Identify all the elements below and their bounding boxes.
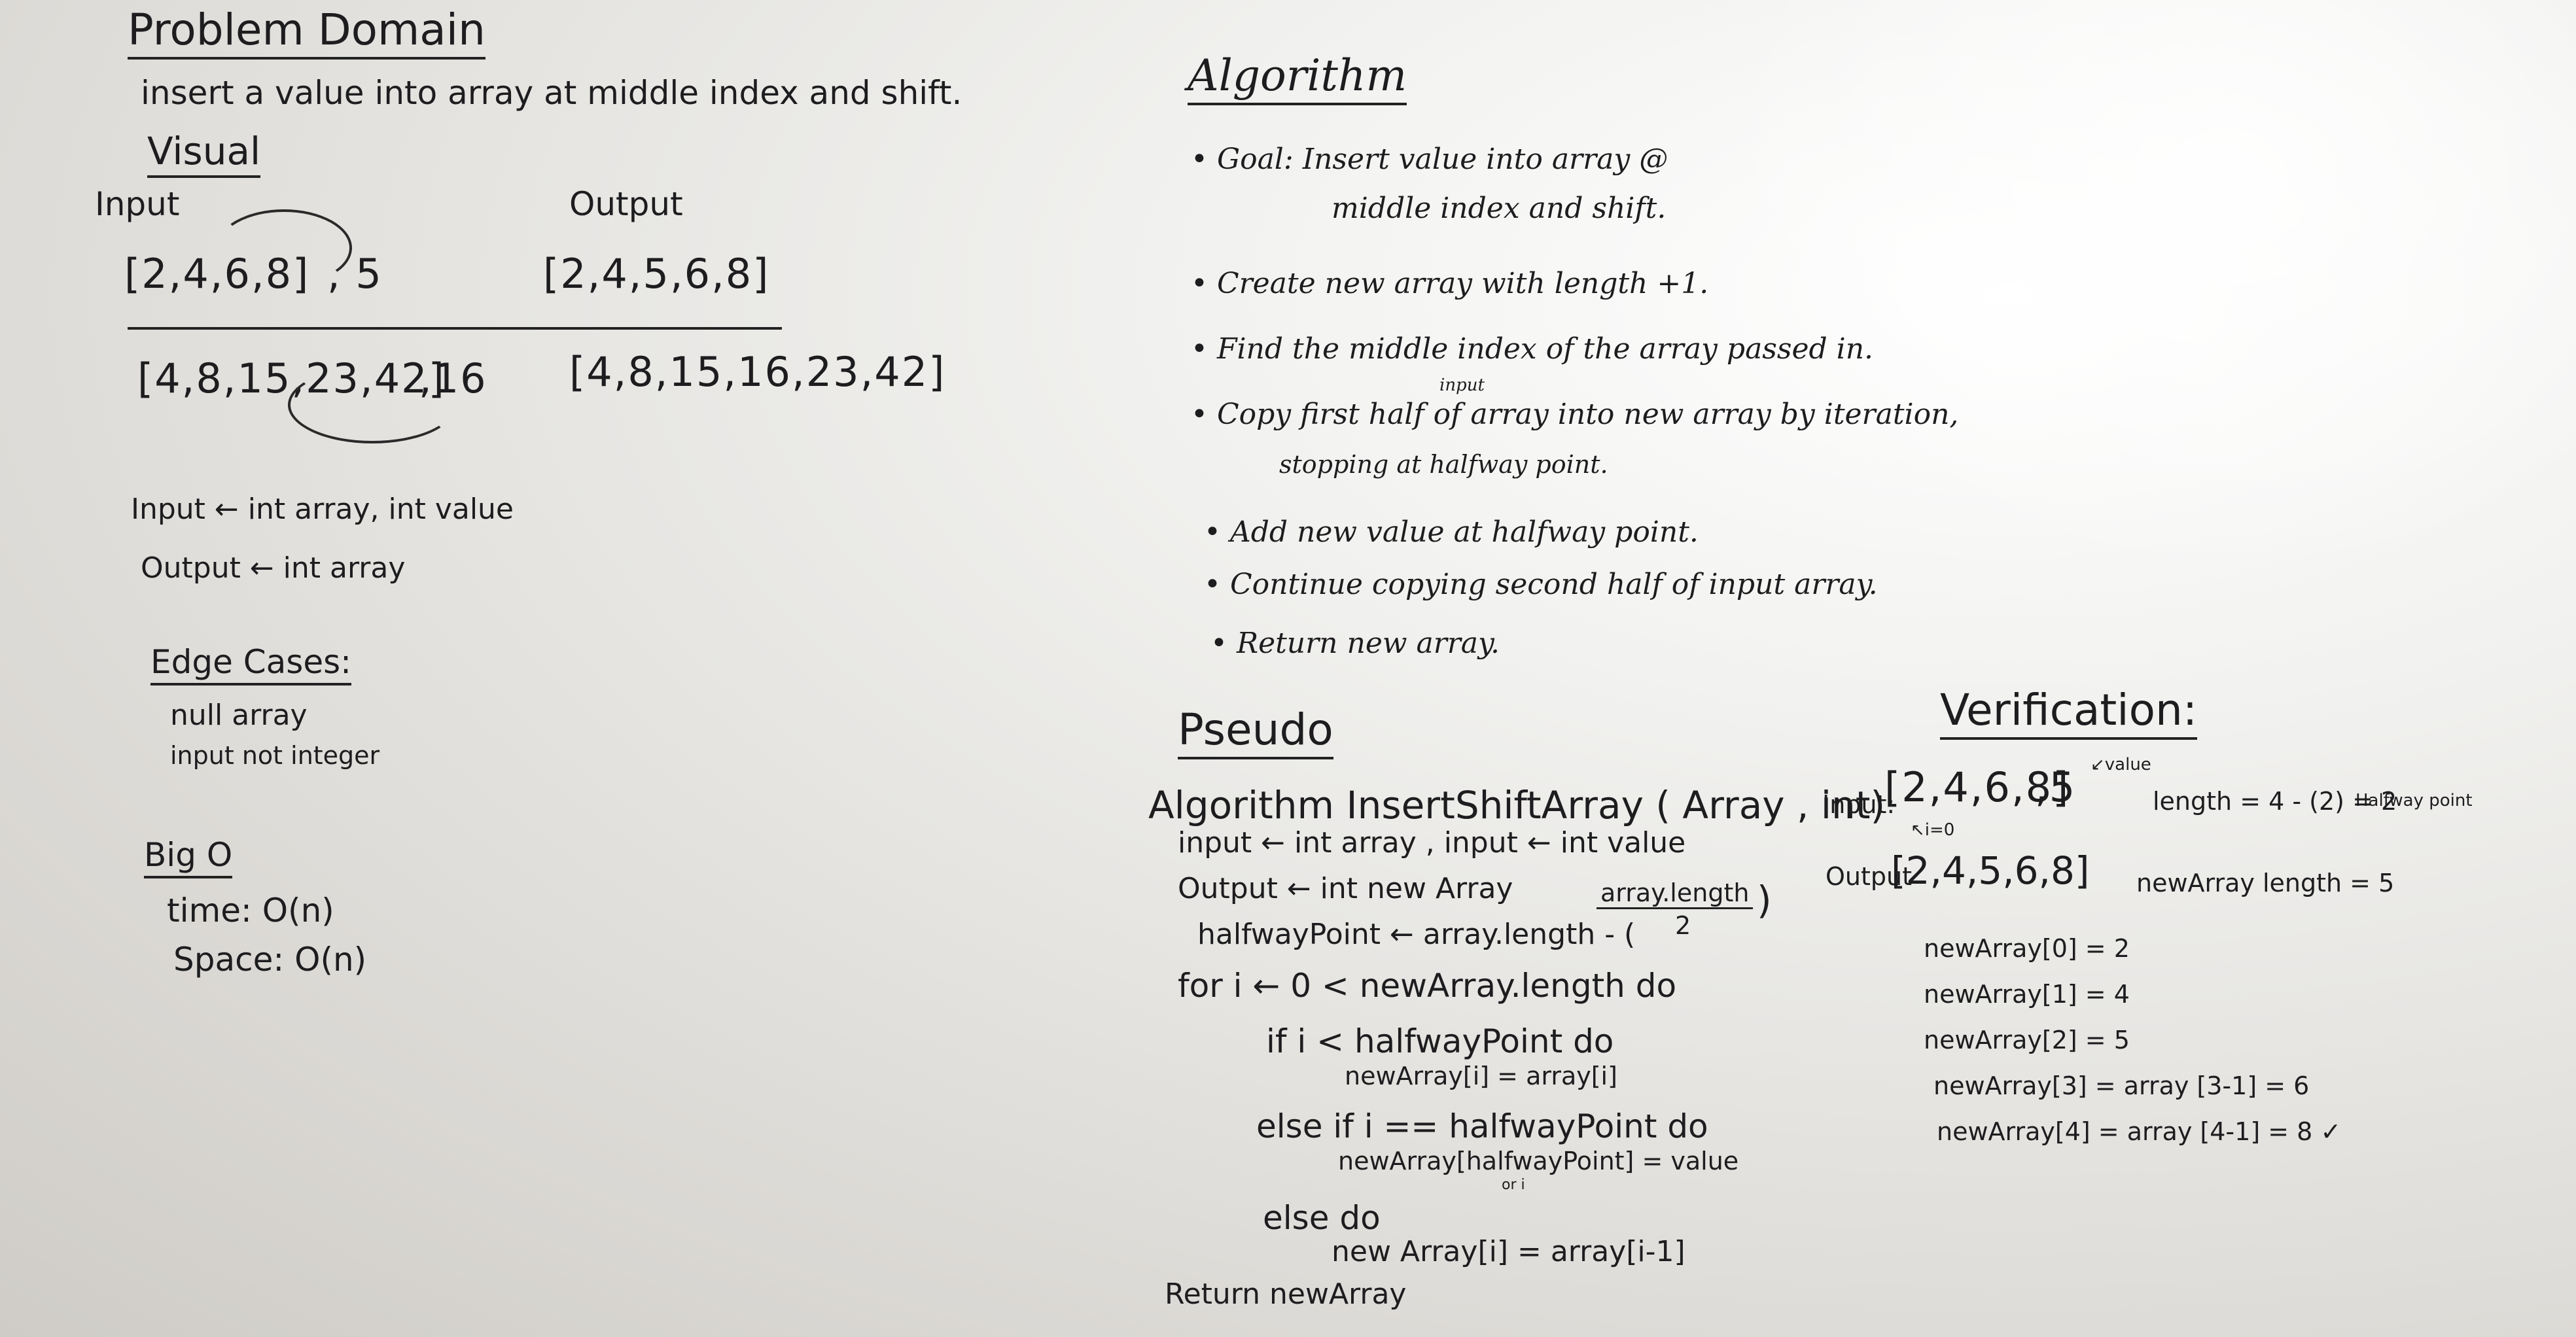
algorithm-step-continue: • Continue copying second half of input …	[1204, 568, 1878, 601]
edge-cases-heading: Edge Cases:	[150, 644, 351, 686]
verification-output-array: [2,4,5,6,8]	[1891, 848, 2090, 893]
problem-statement: insert a value into array at middle inde…	[141, 74, 962, 112]
input-label: Input	[95, 185, 180, 223]
algorithm-heading: Algorithm	[1188, 52, 1407, 105]
edge-case-null: null array	[170, 699, 308, 732]
pseudo-fraction-close: )	[1757, 878, 1772, 922]
time-complexity: time: O(n)	[167, 892, 334, 929]
verification-new-array-1: newArray[1] = 4	[1924, 980, 2130, 1009]
pseudo-halfway-line: halfwayPoint ← array.length - (	[1197, 918, 1636, 951]
pseudo-or-i-note: or i	[1502, 1177, 1525, 1193]
pseudo-else-body: new Array[i] = array[i-1]	[1332, 1235, 1685, 1268]
edge-case-not-integer: input not integer	[170, 741, 380, 770]
big-o-heading: Big O	[144, 837, 233, 878]
algorithm-step-add-value: • Add new value at halfway point.	[1204, 515, 1699, 549]
algorithm-goal-line1: • Goal: Insert value into array @	[1191, 143, 1668, 176]
algorithm-step-copy-first: • Copy first half of array into new arra…	[1191, 398, 1959, 431]
pseudo-for-loop: for i ← 0 < newArray.length do	[1178, 967, 1677, 1005]
example1-output-array: [2,4,5,6,8]	[543, 250, 770, 298]
verification-input-value: ,5	[2035, 763, 2077, 811]
verification-value-note: ↙value	[2091, 755, 2151, 774]
verification-input-array: [2,4,6,8]	[1884, 763, 2070, 811]
example-divider	[128, 327, 782, 330]
verification-output-label: Output	[1826, 862, 1912, 891]
example1-value: , 5	[327, 250, 383, 298]
pseudo-return: Return newArray	[1165, 1277, 1407, 1311]
pseudo-else-if: else if i == halfwayPoint do	[1256, 1107, 1708, 1145]
verification-new-array-2: newArray[2] = 5	[1924, 1026, 2130, 1054]
verification-halfway-note: Halfway point	[2355, 791, 2473, 810]
pseudo-if: if i < halfwayPoint do	[1266, 1022, 1614, 1060]
pseudo-fraction-numerator: array.length	[1597, 879, 1754, 909]
algorithm-step-copy-first-cont: stopping at halfway point.	[1279, 450, 1608, 479]
verification-new-array-4: newArray[4] = array [4-1] = 8 ✓	[1937, 1117, 2342, 1146]
output-description: Output ← int array	[141, 551, 406, 585]
pseudo-output-line: Output ← int new Array	[1178, 872, 1513, 905]
algorithm-step-find-middle: • Find the middle index of the array pas…	[1191, 332, 1874, 366]
verification-new-array-0: newArray[0] = 2	[1924, 934, 2130, 963]
verification-i-note: ↖i=0	[1911, 820, 1955, 840]
input-description: Input ← int array, int value	[131, 493, 514, 526]
verification-new-length: newArray length = 5	[2136, 869, 2395, 897]
verification-input-label: Input:	[1822, 790, 1896, 819]
algorithm-input-note: input	[1439, 375, 1485, 395]
shift-arrow-arc-2	[288, 366, 457, 443]
pseudo-signature: Algorithm InsertShiftArray ( Array , int…	[1148, 783, 1886, 827]
verification-heading: Verification:	[1940, 686, 2198, 740]
algorithm-step-return: • Return new array.	[1210, 627, 1500, 660]
pseudo-else: else do	[1263, 1199, 1381, 1237]
pseudo-fraction-denominator: 2	[1675, 911, 1691, 940]
example2-output-array: [4,8,15,16,23,42]	[569, 348, 946, 396]
example1-input-array: [2,4,6,8]	[124, 250, 310, 298]
visual-heading: Visual	[147, 130, 261, 178]
pseudo-if-body: newArray[i] = array[i]	[1345, 1062, 1617, 1090]
problem-domain-heading: Problem Domain	[128, 6, 485, 60]
verification-length-calc: length = 4 - (2) = 2	[2153, 787, 2397, 816]
algorithm-goal-line2: middle index and shift.	[1332, 192, 1667, 225]
pseudo-else-if-body: newArray[halfwayPoint] = value	[1338, 1147, 1739, 1175]
verification-new-array-3: newArray[3] = array [3-1] = 6	[1933, 1071, 2310, 1100]
pseudo-input-line: input ← int array , input ← int value	[1178, 826, 1686, 859]
algorithm-step-create: • Create new array with length +1.	[1191, 267, 1709, 300]
pseudo-heading: Pseudo	[1178, 706, 1333, 759]
light-glare	[1701, 0, 2576, 589]
shift-arrow-arc-1	[216, 209, 352, 286]
output-label: Output	[569, 185, 683, 223]
space-complexity: Space: O(n)	[173, 941, 367, 979]
